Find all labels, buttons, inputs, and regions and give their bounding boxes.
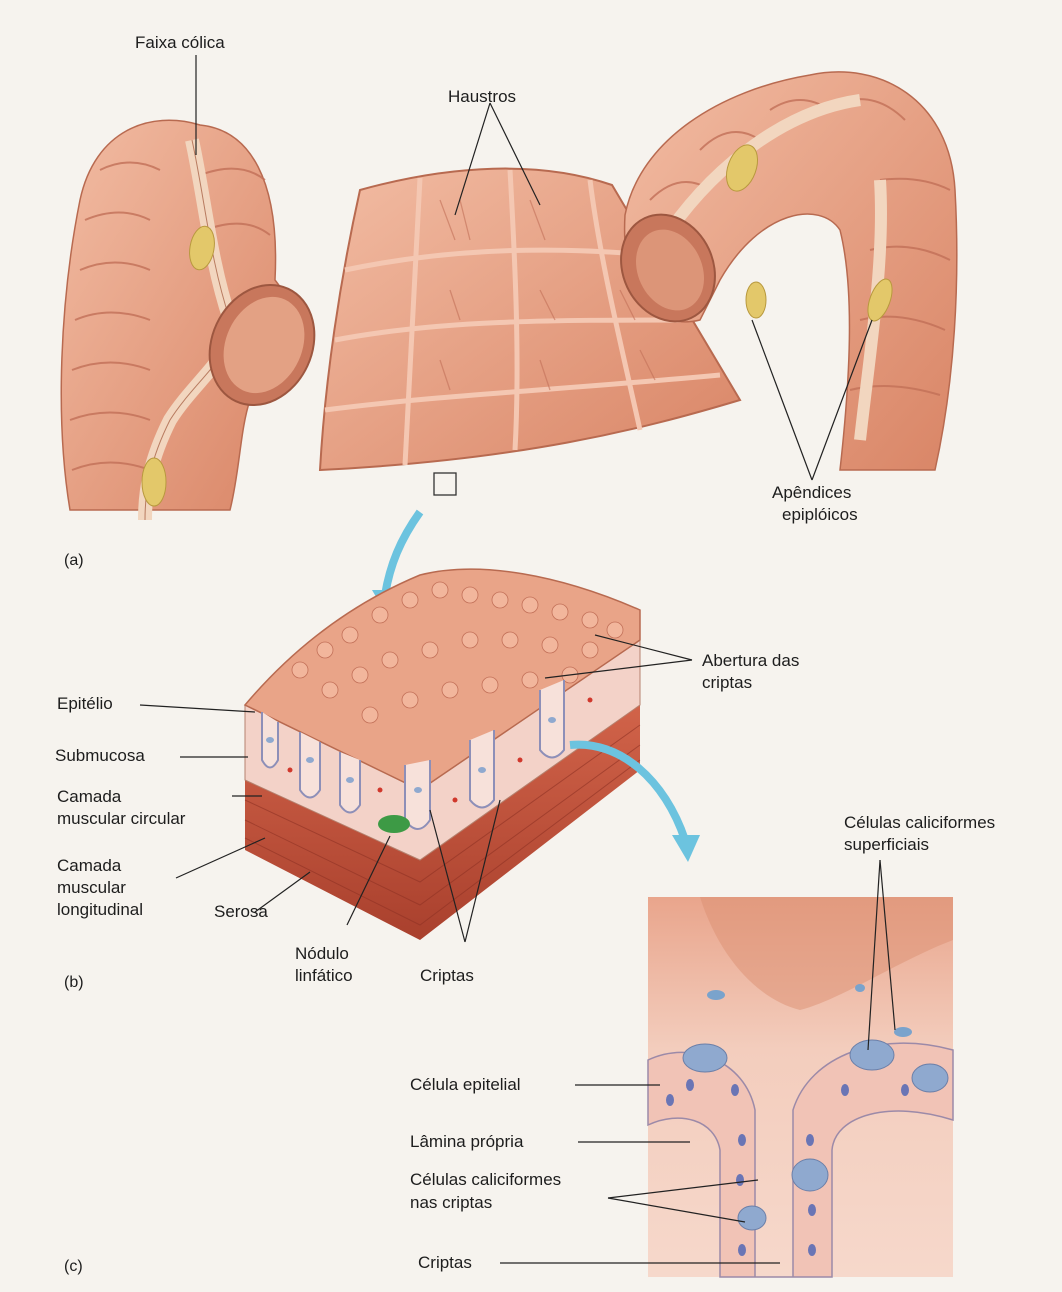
label-celulas-superficiais-line2: superficiais [844, 835, 929, 855]
colon-segment-left [61, 120, 333, 520]
label-haustros: Haustros [448, 87, 516, 107]
label-submucosa: Submucosa [55, 746, 145, 766]
label-faixa-colica: Faixa cólica [135, 33, 225, 53]
label-apendices-line2: epiplóicos [782, 505, 858, 525]
crypt-magnification [648, 897, 953, 1277]
zoom-box [434, 473, 456, 495]
label-camada-longitudinal-line3: longitudinal [57, 900, 143, 920]
label-abertura-line2: criptas [702, 673, 752, 693]
label-criptas-c: Criptas [418, 1253, 472, 1273]
label-nodulo-line2: linfático [295, 966, 353, 986]
panel-label-c: (c) [64, 1258, 83, 1276]
label-camada-circular-line2: muscular circular [57, 809, 185, 829]
label-epitelio: Epitélio [57, 694, 113, 714]
label-celula-epitelial: Célula epitelial [410, 1075, 521, 1095]
panel-label-b: (b) [64, 974, 84, 992]
label-celulas-criptas-line1: Células caliciformes [410, 1170, 561, 1190]
label-celulas-criptas-line2: nas criptas [410, 1193, 492, 1213]
colon-wall-block [245, 569, 640, 940]
panel-label-a: (a) [64, 552, 84, 570]
label-celulas-superficiais-line1: Células caliciformes [844, 813, 995, 833]
label-abertura-line1: Abertura das [702, 651, 799, 671]
label-camada-circular-line1: Camada [57, 787, 121, 807]
label-criptas-b: Criptas [420, 966, 474, 986]
label-camada-longitudinal-line1: Camada [57, 856, 121, 876]
label-serosa: Serosa [214, 902, 268, 922]
label-nodulo-line1: Nódulo [295, 944, 349, 964]
lymph-nodule [378, 815, 410, 833]
label-camada-longitudinal-line2: muscular [57, 878, 126, 898]
label-apendices-line1: Apêndices [772, 483, 851, 503]
label-lamina-propria: Lâmina própria [410, 1132, 523, 1152]
